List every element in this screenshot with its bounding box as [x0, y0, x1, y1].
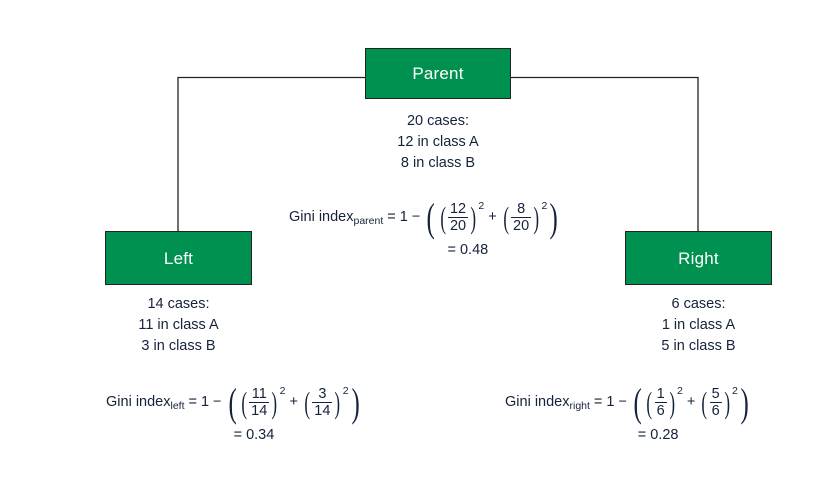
minus-sign-parent: −	[411, 209, 421, 225]
fraction-right-2: 5 6	[709, 385, 722, 419]
gini-label-parent: Gini index	[289, 209, 354, 225]
minus-sign-left: −	[213, 394, 222, 410]
fraction-parent-1-denominator: 20	[447, 216, 469, 234]
gini-term-1-left: ( 11 14 ) 2	[241, 385, 286, 420]
left-class-a-count: 11 in class A	[138, 317, 219, 333]
fraction-left-1: 11 14	[249, 385, 270, 419]
plus-sign-parent: +	[488, 209, 497, 225]
node-stats-left: 14 cases: 11 in class A 3 in class B	[105, 294, 252, 357]
node-box-parent[interactable]: Parent	[365, 48, 511, 99]
node-box-right[interactable]: Right	[625, 231, 772, 285]
exponent-left-2: 2	[342, 385, 349, 397]
gini-subscript-left: left	[170, 399, 185, 412]
right-total-cases: 6 cases:	[671, 296, 726, 312]
one-term-left: 1	[200, 394, 210, 410]
one-term-parent: 1	[399, 209, 408, 225]
fraction-left-2: 3 14	[312, 385, 333, 419]
node-label-left: Left	[163, 248, 194, 268]
right-class-b-count: 5 in class B	[661, 338, 736, 354]
equals-sign-left: =	[188, 394, 197, 410]
exponent-right-1: 2	[677, 385, 683, 397]
connector-parent-to-right	[511, 76, 699, 231]
gini-result-right: = 0.28	[637, 427, 679, 443]
exponent-parent-1: 2	[478, 200, 485, 212]
parent-class-a-count: 12 in class A	[397, 134, 479, 150]
fraction-right-1-denominator: 6	[654, 401, 667, 419]
fraction-left-2-denominator: 14	[312, 401, 333, 419]
gini-term-2-left: ( 3 14 ) 2	[304, 385, 349, 420]
left-total-cases: 14 cases:	[147, 296, 210, 312]
equals-sign-parent: =	[387, 209, 396, 225]
fraction-parent-2: 8 20	[511, 200, 532, 234]
gini-term-2-parent: ( 8 20 ) 2	[503, 200, 548, 235]
fraction-parent-2-denominator: 20	[511, 216, 532, 234]
plus-sign-right: +	[686, 394, 696, 410]
exponent-parent-2: 2	[541, 200, 548, 212]
parent-total-cases: 20 cases:	[406, 113, 470, 129]
fraction-parent-1: 12 20	[447, 200, 469, 234]
fraction-right-2-denominator: 6	[709, 401, 722, 419]
fraction-left-2-numerator: 3	[318, 385, 327, 402]
fraction-left-1-denominator: 14	[249, 401, 270, 419]
node-stats-right: 6 cases: 1 in class A 5 in class B	[625, 294, 772, 357]
left-class-b-count: 3 in class B	[141, 338, 216, 354]
node-box-left[interactable]: Left	[105, 231, 252, 285]
fraction-parent-2-numerator: 8	[517, 200, 526, 217]
exponent-right-2: 2	[732, 385, 738, 397]
parent-class-b-count: 8 in class B	[400, 155, 476, 171]
connector-parent-to-left	[177, 76, 365, 231]
fraction-left-1-numerator: 11	[251, 385, 267, 402]
gini-result-left: = 0.34	[233, 427, 275, 443]
node-label-parent: Parent	[412, 64, 464, 83]
gini-label-right: Gini index	[505, 394, 570, 410]
node-stats-parent: 20 cases: 12 in class A 8 in class B	[365, 111, 511, 174]
fraction-right-1: 1 6	[654, 385, 667, 419]
gini-term-1-right: ( 1 6 ) 2	[646, 385, 683, 420]
gini-label-left: Gini index	[106, 394, 171, 410]
gini-subscript-parent: parent	[353, 214, 384, 227]
one-term-right: 1	[606, 394, 615, 410]
gini-term-2-right: ( 5 6 ) 2	[701, 385, 738, 420]
node-label-right: Right	[678, 248, 719, 268]
fraction-parent-1-numerator: 12	[449, 200, 467, 217]
minus-sign-right: −	[618, 394, 627, 410]
equals-sign-right: =	[593, 394, 603, 410]
right-class-a-count: 1 in class A	[661, 317, 736, 333]
gini-subscript-right: right	[569, 399, 590, 412]
exponent-left-1: 2	[279, 385, 286, 397]
fraction-right-2-numerator: 5	[711, 385, 720, 402]
gini-term-1-parent: ( 12 20 ) 2	[439, 200, 485, 235]
gini-result-parent: = 0.48	[447, 242, 489, 258]
fraction-right-1-numerator: 1	[656, 385, 665, 402]
plus-sign-left: +	[289, 394, 298, 410]
